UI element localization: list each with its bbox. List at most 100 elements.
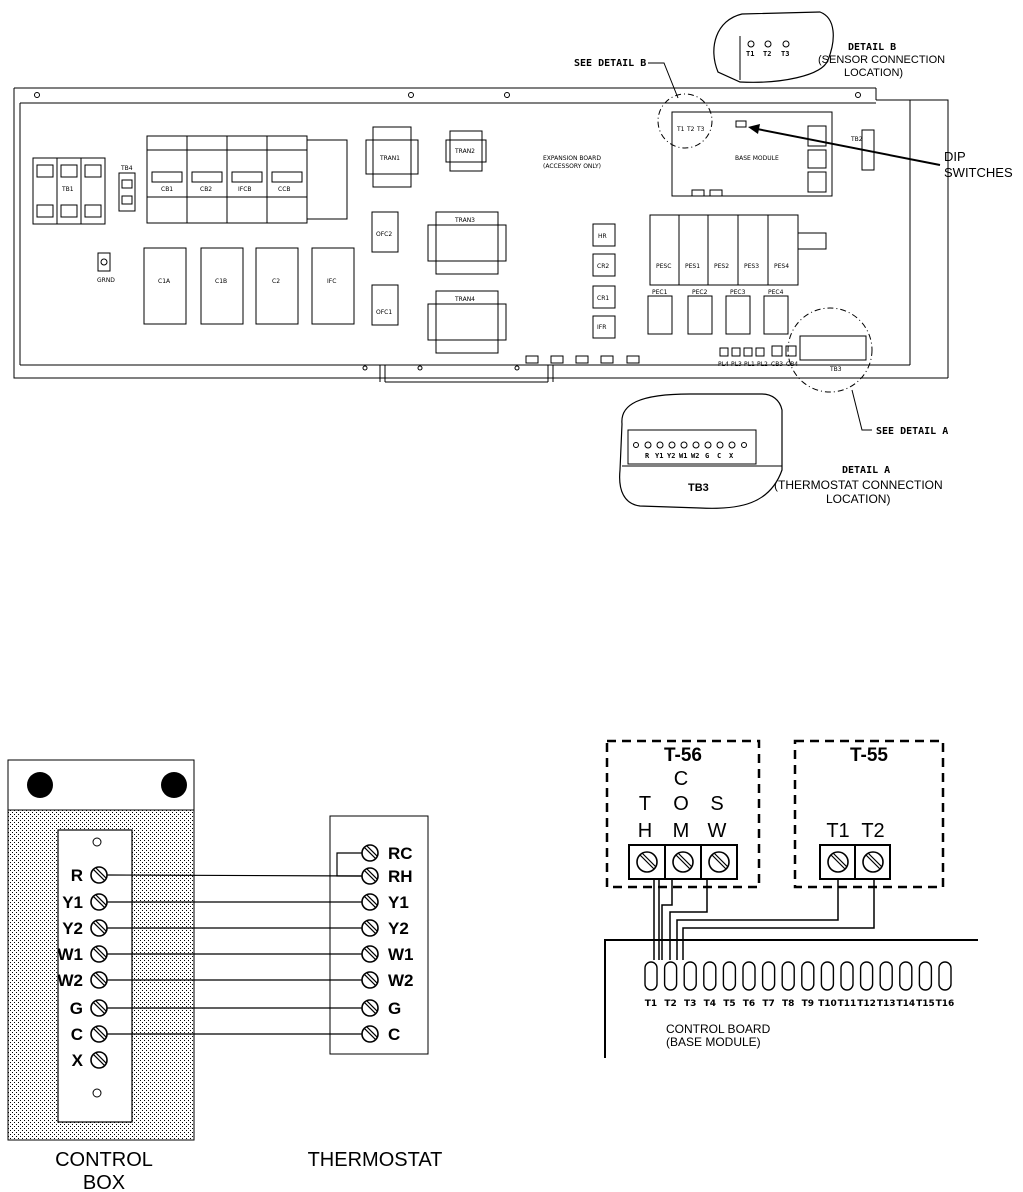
detail-a-term: G — [705, 452, 709, 460]
expansion-label-2: (ACCESSORY ONLY) — [543, 163, 601, 170]
control-board-terminal-label: T10 — [818, 999, 837, 1009]
screw-slot — [365, 999, 379, 1013]
dip-label-2: SWITCHES — [944, 165, 1013, 180]
tb2-label: TB2 — [850, 136, 863, 143]
t55-title: T-55 — [850, 745, 888, 766]
control-box-screw — [90, 1025, 108, 1043]
detail-a-term: Y1 — [655, 452, 663, 460]
ofc2-label: OFC2 — [376, 231, 392, 238]
t56-screw — [672, 851, 694, 873]
control-board-terminal — [820, 961, 835, 991]
control-board-terminal-label: T7 — [762, 999, 774, 1009]
thermostat-terminal-label: G — [388, 999, 401, 1018]
tb4-label: TB4 — [120, 165, 133, 172]
detail-a-sub-1: (THERMOSTAT CONNECTION — [774, 478, 943, 492]
screw-slot — [363, 846, 377, 860]
pec4-label: PEC4 — [768, 289, 784, 296]
control-box-screw — [90, 866, 108, 884]
tran1-label: TRAN1 — [379, 155, 400, 162]
base-module-label: BASE MODULE — [735, 155, 779, 162]
screw-slot — [94, 1051, 108, 1065]
pl1-label: PL1 — [744, 361, 755, 368]
screw-slot — [711, 854, 727, 870]
tb1-label: TB1 — [61, 186, 74, 193]
control-box-screw — [90, 919, 108, 937]
cr2-label: CR2 — [597, 263, 609, 270]
thermostat-terminal-label: W1 — [388, 945, 414, 964]
screw-slot — [365, 844, 379, 858]
t56-title: T-56 — [664, 745, 702, 766]
sensor-wires — [653, 879, 875, 960]
control-box-label-2: BOX — [83, 1172, 125, 1192]
detail-a-tb3: TB3 — [688, 482, 709, 494]
cb2-label: CB2 — [200, 186, 212, 193]
expansion-label-1: EXPANSION BOARD — [543, 155, 601, 162]
pl4-label: PL4 — [718, 361, 729, 368]
screw-slot — [365, 971, 379, 985]
tran2-label: TRAN2 — [454, 148, 475, 155]
control-board-label-1: CONTROL BOARD — [666, 1022, 771, 1036]
t56-letter: M — [673, 820, 690, 842]
control-board-terminal-label: T9 — [802, 999, 814, 1009]
thermostat-terminal-label: C — [388, 1025, 400, 1044]
screw-slot — [365, 893, 379, 907]
control-board-terminal-label: T16 — [936, 999, 955, 1009]
screw-slot — [641, 852, 657, 868]
cb4-label: CB4 — [786, 361, 798, 368]
screw-slot — [94, 866, 108, 880]
control-board-terminal-label: T4 — [704, 999, 716, 1009]
detail-b-bubble — [713, 11, 834, 83]
thermostat-wires — [106, 874, 363, 1035]
dip-label-1: DIP — [944, 149, 966, 164]
see-detail-b-label: SEE DETAIL B — [574, 58, 646, 69]
control-board-terminal — [879, 961, 893, 991]
detail-a-term: W1 — [679, 452, 687, 460]
control-box-terminal-label: W2 — [58, 971, 84, 990]
detail-b-term-t2: T2 — [763, 50, 771, 58]
control-board-edge — [604, 939, 978, 1058]
screw-slot — [92, 868, 106, 882]
control-board-terminal-label: T13 — [877, 999, 896, 1009]
screw-slot — [363, 1027, 377, 1041]
control-box-terminal-label: G — [70, 999, 83, 1018]
control-box-terminal-label: W1 — [58, 945, 84, 964]
screw-slot — [677, 852, 693, 868]
screw-slot — [92, 1053, 106, 1067]
control-board-terminal — [801, 961, 815, 991]
c2-label: C2 — [272, 278, 280, 285]
thermostat-screw — [361, 893, 379, 911]
detail-b-sub-1: (SENSOR CONNECTION — [818, 54, 945, 66]
control-board-terminal — [663, 961, 678, 991]
ifr-label: IFR — [597, 324, 606, 331]
screw-slot — [92, 973, 106, 987]
ccb-label: CCB — [278, 186, 291, 193]
detail-a-bubble — [619, 393, 783, 509]
detail-a-term: Y2 — [667, 452, 675, 460]
control-board-terminal — [742, 961, 756, 991]
thermostat-terminal-label: RH — [388, 867, 413, 886]
thermostat-screw — [361, 919, 379, 937]
t56-letter: O — [673, 793, 689, 815]
screw-slot — [92, 1001, 106, 1015]
screw-slot — [92, 921, 106, 935]
board-term-t1: T1 — [676, 126, 685, 133]
control-board-terminal — [840, 961, 854, 991]
control-board-terminal — [859, 961, 874, 991]
control-board-terminal — [918, 961, 933, 991]
screw-slot — [94, 999, 108, 1013]
control-box-screw — [90, 999, 108, 1017]
c1b-label: C1B — [215, 278, 227, 285]
control-panel — [13, 87, 949, 383]
detail-a-circle — [787, 307, 873, 393]
t56-letter: T — [639, 793, 651, 815]
screw-slot — [639, 854, 655, 870]
screw-slot — [94, 945, 108, 959]
see-detail-a-label: SEE DETAIL A — [876, 426, 948, 437]
detail-b-title: DETAIL B — [848, 42, 896, 53]
detail-a-title: DETAIL A — [842, 465, 890, 476]
control-box-terminal-label: Y1 — [62, 893, 83, 912]
control-board-label-2: (BASE MODULE) — [666, 1035, 761, 1049]
thermostat-terminal-label: RC — [388, 844, 413, 863]
tran4-label: TRAN4 — [454, 296, 475, 303]
